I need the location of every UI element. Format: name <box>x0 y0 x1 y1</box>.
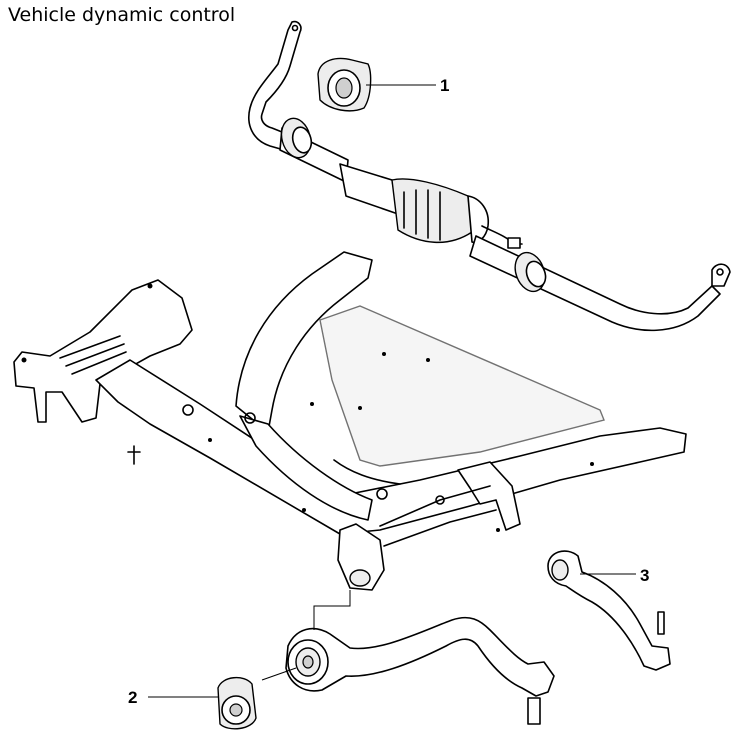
bushing-2 <box>217 677 257 730</box>
tension-strut <box>547 550 671 671</box>
callout-1-label: 1 <box>440 76 449 95</box>
bushing-1 <box>317 57 372 112</box>
callout-2-label: 2 <box>128 688 137 707</box>
callout-3-label: 3 <box>640 566 649 585</box>
diagram-title: Vehicle dynamic control <box>8 4 236 26</box>
subframe <box>13 251 687 591</box>
bushing-guide-line <box>261 667 297 681</box>
mounting-guide-line <box>313 590 351 630</box>
anti-roll-bar <box>248 20 731 332</box>
wishbone <box>285 616 555 725</box>
